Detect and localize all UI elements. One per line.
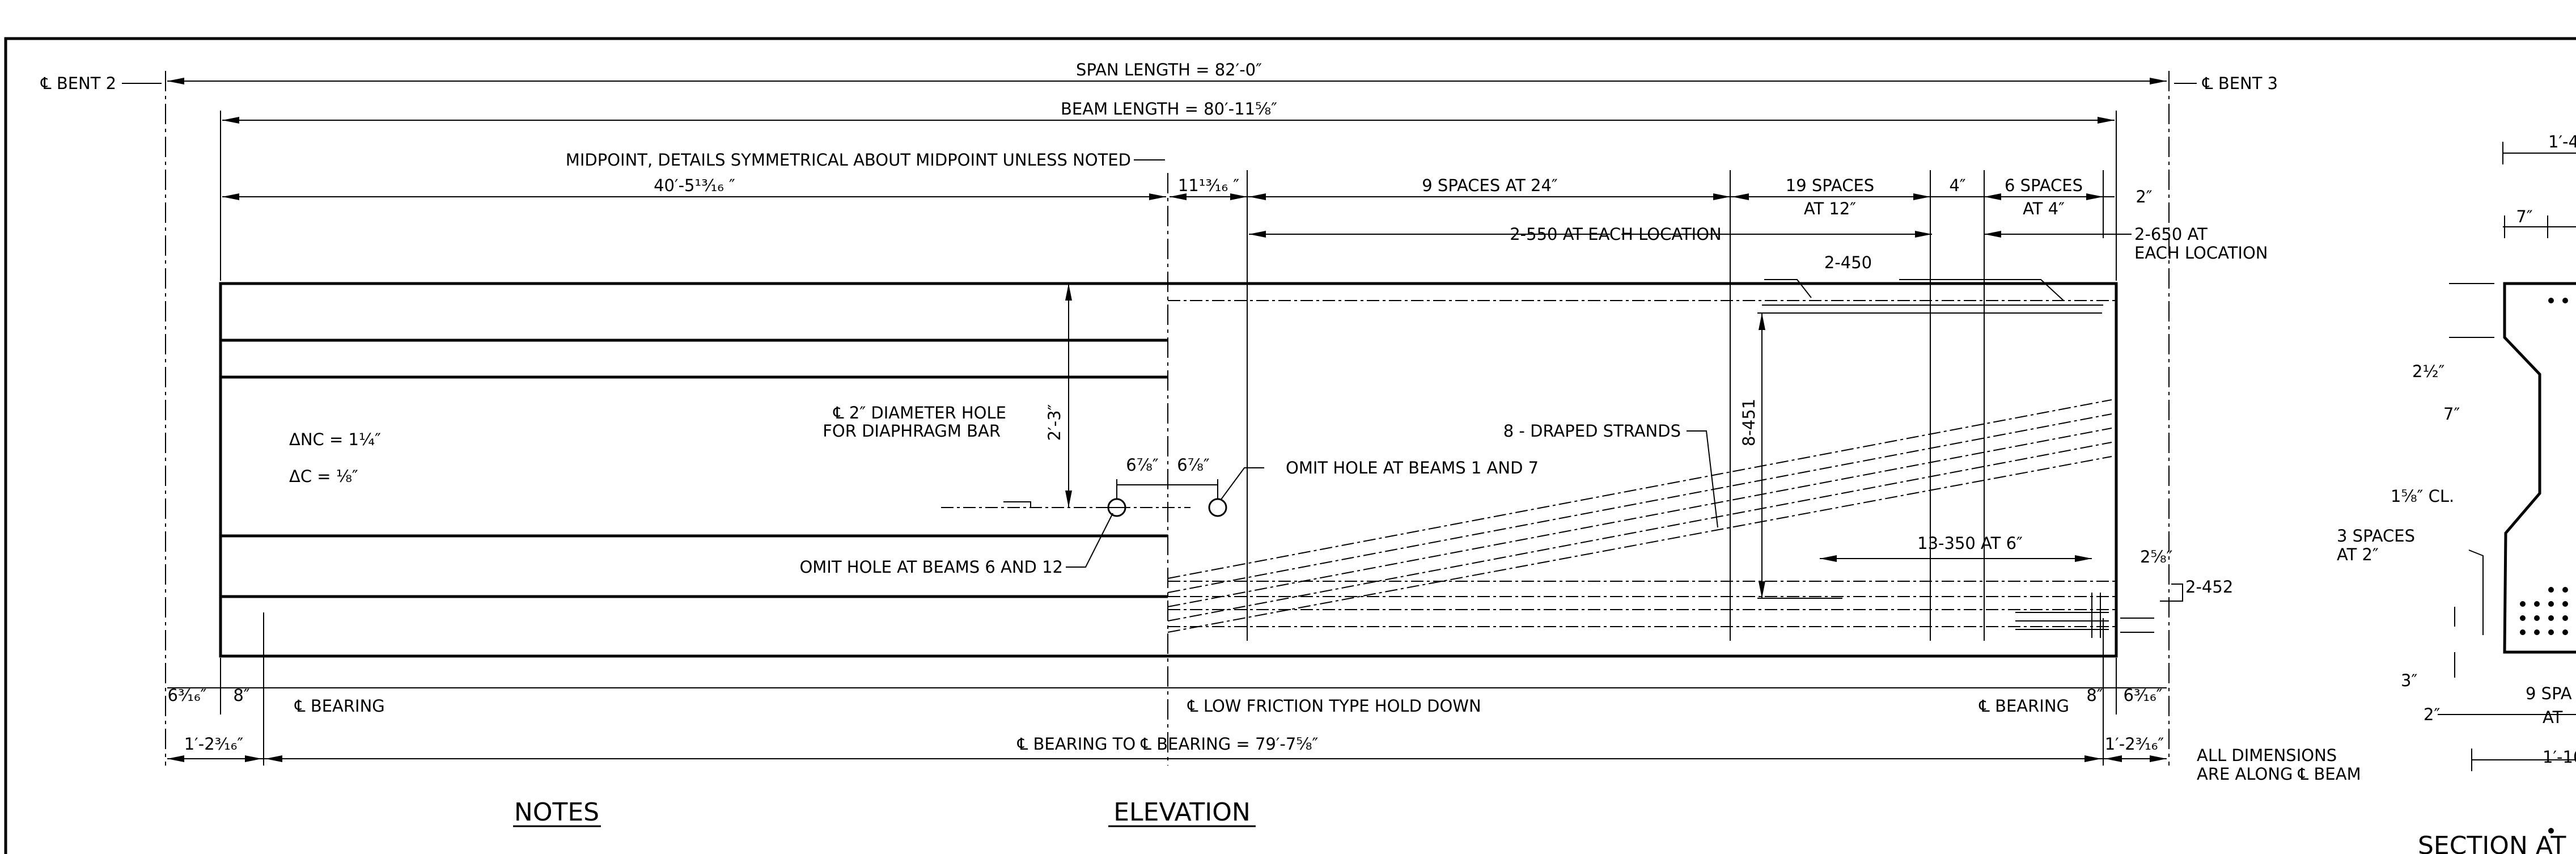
arrow xyxy=(1065,284,1072,301)
strand-ends xyxy=(2015,593,2109,638)
dim-1-2-right: 1′-2³⁄₁₆″ xyxy=(2105,734,2164,754)
section-title: SECTION AT xyxy=(2418,831,2566,854)
all-dims-a: ALL DIMENSIONS xyxy=(2197,746,2337,765)
hole-note-b: FOR DIAPHRAGM BAR xyxy=(823,421,1001,441)
section-dim-2-1-2: 2½″ xyxy=(2412,362,2445,381)
depth-dim-label: 2′-3″ xyxy=(1045,404,1064,441)
bar-650-b: EACH LOCATION xyxy=(2134,243,2268,263)
spaces-12-a: 19 SPACES xyxy=(1786,176,1874,195)
bar-451-label: 8-451 xyxy=(1739,399,1759,446)
notes-title: NOTES xyxy=(514,798,599,827)
omit-hole-1-7: OMIT HOLE AT BEAMS 1 AND 7 xyxy=(1286,458,1539,477)
dim-8-left: 8″ xyxy=(233,686,249,705)
hole-note-a: ℄ 2″ DIAMETER HOLE xyxy=(833,403,1006,422)
dim-6-7-8-a: 6⅞″ xyxy=(1126,455,1159,475)
dim-2: 2″ xyxy=(2136,187,2152,206)
bearing-left-label: ℄ BEARING xyxy=(294,696,385,716)
diaphragm-hole-right xyxy=(1208,498,1227,517)
draped-strands-label: 8 - DRAPED STRANDS xyxy=(1503,421,1681,441)
beam-elevation xyxy=(219,282,2118,658)
bent-3-label: ℄ BENT 3 xyxy=(2202,74,2278,93)
draped-strands xyxy=(1167,399,2112,633)
section-dim-2: 2″ xyxy=(2424,705,2440,724)
beam-length-label: BEAM LENGTH = 80′-11⅝″ xyxy=(1061,99,1277,119)
dim-2-5-8: 2⅝″ xyxy=(2140,547,2173,566)
spaces-4-b: AT 4″ xyxy=(2023,199,2065,218)
bar-450-label: 2-450 xyxy=(1824,253,1872,272)
section-dim-3: 3″ xyxy=(2401,671,2417,690)
dimension-lines xyxy=(167,78,2167,762)
beam-section xyxy=(2438,142,2576,771)
bar-550-label: 2-550 AT EACH LOCATION xyxy=(1510,225,1722,244)
span-length-label: SPAN LENGTH = 82′-0″ xyxy=(1076,60,1262,79)
section-dim-7-mid: 7″ xyxy=(2443,404,2460,424)
bent-2-label: ℄ BENT 2 xyxy=(40,74,116,93)
section-strands xyxy=(2520,298,2568,834)
section-dim-1-10: 1′-10 xyxy=(2543,747,2576,767)
section-at: AT xyxy=(2543,708,2563,727)
section-dim-1-5-8: 1⅝″ CL. xyxy=(2391,487,2454,506)
dim-8-right: 8″ xyxy=(2086,686,2103,705)
bar-650-a: 2-650 AT xyxy=(2134,225,2208,244)
arrow xyxy=(1759,581,1765,598)
all-dims-b: ARE ALONG ℄ BEAM xyxy=(2197,764,2361,784)
dim-11-13-16: 11¹³⁄₁₆ ″ xyxy=(1178,176,1239,195)
elevation-title: ELEVATION xyxy=(1113,798,1250,827)
hold-down-label: ℄ LOW FRICTION TYPE HOLD DOWN xyxy=(1187,696,1481,716)
dim-6-3-16-right: 6³⁄₁₆″ xyxy=(2123,686,2162,705)
section-dim-7-top: 7″ xyxy=(2516,207,2532,226)
half-length-dim: 40′-5¹³⁄₁₆ ″ xyxy=(654,176,735,195)
arrow xyxy=(1759,313,1765,330)
bar-350-label: 13-350 AT 6″ xyxy=(1917,534,2023,553)
bearing-right-label: ℄ BEARING xyxy=(1978,696,2069,716)
section-3-spaces-b: AT 2″ xyxy=(2337,545,2379,564)
spaces-4-a: 6 SPACES xyxy=(2005,176,2083,195)
dim-6-7-8-b: 6⅞″ xyxy=(1177,455,1210,475)
delta-nc-label: ΔNC = 1¼″ xyxy=(289,430,381,449)
arrow xyxy=(1065,491,1072,508)
midpoint-note: MIDPOINT, DETAILS SYMMETRICAL ABOUT MIDP… xyxy=(566,150,1131,170)
omit-hole-6-12: OMIT HOLE AT BEAMS 6 AND 12 xyxy=(799,557,1063,577)
spaces-12-b: AT 12″ xyxy=(1804,199,1856,218)
section-3-spaces-a: 3 SPACES xyxy=(2337,526,2415,546)
dim-4: 4″ xyxy=(1949,176,1965,195)
dim-1-2-left: 1′-2³⁄₁₆″ xyxy=(184,734,244,754)
dim-6-3-16-left: 6³⁄₁₆″ xyxy=(167,686,206,705)
bar-452-label: 2-452 xyxy=(2185,577,2233,597)
bearing-to-bearing-label: ℄ BEARING TO ℄ BEARING = 79′-7⅝″ xyxy=(1017,734,1319,754)
section-dim-1-4: 1′-4 xyxy=(2548,132,2576,151)
delta-c-label: ΔC = ⅛″ xyxy=(289,467,358,486)
spaces-24-label: 9 SPACES AT 24″ xyxy=(1422,176,1558,195)
leader-lines xyxy=(1003,279,2183,633)
section-9-spa: 9 SPA xyxy=(2526,684,2572,703)
sheet-border xyxy=(4,37,2576,854)
